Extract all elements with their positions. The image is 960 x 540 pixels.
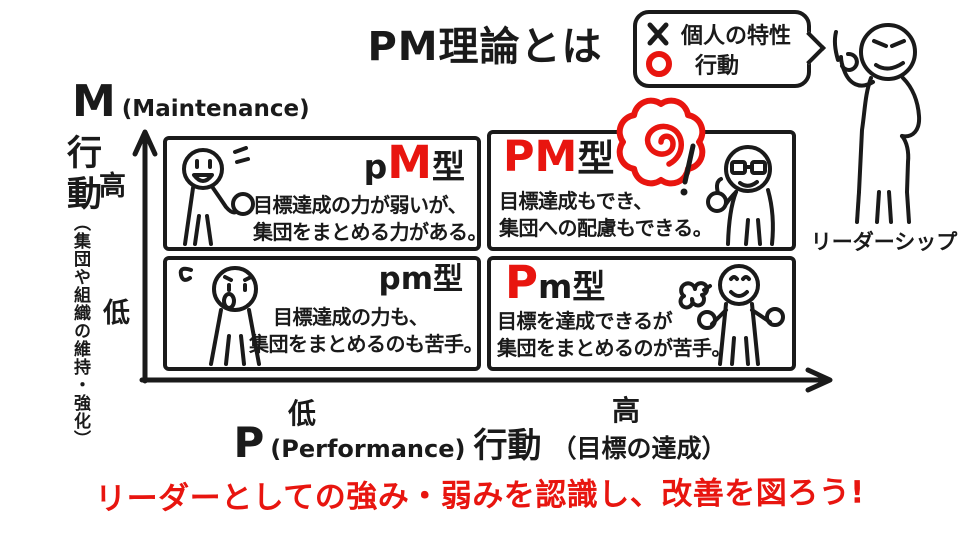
type-pM-M: M	[387, 136, 432, 189]
cross-icon	[647, 22, 669, 46]
type-label-pm: pm型	[379, 264, 464, 295]
cheering-person-figure	[678, 264, 785, 366]
desc-Pm-line2: 集団をまとめるのが苦手。	[497, 336, 732, 360]
legend-circle-label: 行動	[695, 54, 740, 79]
quadrant-pM: pM型 目標達成の力が弱いが、 集団をまとめる力がある。	[163, 136, 488, 251]
desc-pm: 目標達成の力も、 集団をまとめるのも苦手。	[249, 304, 484, 358]
desc-PM: 目標達成もでき、 集団への配慮もできる。	[499, 188, 713, 242]
type-Pm-m: m	[537, 267, 573, 306]
desc-PM-line2: 集団への配慮もできる。	[499, 216, 713, 240]
slogan-text: リーダーとしての強み・弱みを認識し、改善を図ろう!	[95, 474, 866, 518]
type-Pm-kata: 型	[572, 267, 606, 306]
type-label-pM: pM型	[364, 140, 465, 185]
puff-cloud	[678, 281, 709, 310]
legend-bubble: 個人の特性 行動	[633, 10, 811, 88]
x-tick-high: 高	[612, 394, 641, 427]
desc-Pm-line1: 目標を達成できるが	[497, 309, 673, 333]
x-axis-title: P(Performance)行動 （目標の達成）	[150, 418, 810, 467]
y-axis-note: （集団や組織の維持・強化）	[70, 214, 90, 448]
legend-row-behavior: 行動	[645, 49, 799, 79]
y-axis-action-label: 行動	[61, 134, 101, 216]
legend-cross-label: 個人の特性	[681, 24, 792, 49]
desc-pM-line1: 目標達成の力が弱いが、	[253, 193, 468, 217]
quadrant-Pm: Pm型 目標を達成できるが 集団をまとめるのが苦手。	[487, 256, 796, 371]
type-pM-p: p	[363, 147, 388, 186]
y-axis-arrowhead	[132, 129, 158, 157]
quadrant-pm: pm型 目標達成の力も、 集団をまとめるのも苦手。	[163, 256, 484, 371]
x-tick-low: 低	[288, 397, 317, 430]
x-axis-word: (Performance)	[270, 435, 466, 463]
type-Pm-P: P	[505, 256, 538, 309]
y-axis-title: M(Maintenance)	[72, 76, 310, 127]
y-axis-word: (Maintenance)	[121, 96, 310, 122]
type-pm-kata: 型	[433, 262, 463, 297]
sigh-squiggle	[178, 266, 193, 282]
desc-pm-line2: 集団をまとめるのも苦手。	[249, 332, 484, 356]
waving-person-figure	[182, 146, 255, 246]
type-label-PM: PM型	[503, 136, 614, 179]
desc-pM: 目標達成の力が弱いが、 集団をまとめる力がある。	[253, 192, 488, 246]
y-tick-high: 高	[99, 171, 126, 202]
x-axis-note: （目標の達成）	[551, 434, 727, 463]
legend-row-individual: 個人の特性	[645, 19, 799, 49]
leader-person-figure	[832, 23, 922, 224]
type-PM-kata: 型	[577, 137, 615, 180]
x-axis-action-label: 行動	[473, 426, 542, 466]
type-pm-pm: pm	[378, 261, 434, 297]
page-title: PM理論とは	[367, 24, 603, 70]
desc-Pm: 目標を達成できるが 集団をまとめるのが苦手。	[497, 308, 732, 362]
worried-person-figure	[178, 266, 261, 366]
glasses-person-figure	[706, 145, 775, 246]
desc-PM-line1: 目標達成もでき、	[499, 189, 653, 213]
desc-pM-line2: 集団をまとめる力がある。	[253, 220, 488, 244]
type-label-Pm: Pm型	[505, 260, 605, 305]
leader-caption: リーダーシップ	[810, 230, 958, 254]
x-axis-letter: P	[233, 418, 265, 467]
type-PM-PM: PM	[503, 132, 578, 182]
desc-pm-line1: 目標達成の力も、	[273, 305, 429, 329]
hanamaru-flower-mark	[616, 97, 706, 196]
y-axis-letter: M	[72, 76, 116, 127]
y-tick-low: 低	[103, 298, 130, 329]
circle-icon	[646, 51, 672, 77]
x-axis-arrowhead	[805, 367, 833, 393]
quadrant-PM: PM型 目標達成もでき、 集団への配慮もできる。	[487, 130, 796, 251]
type-pM-kata: 型	[432, 147, 465, 186]
